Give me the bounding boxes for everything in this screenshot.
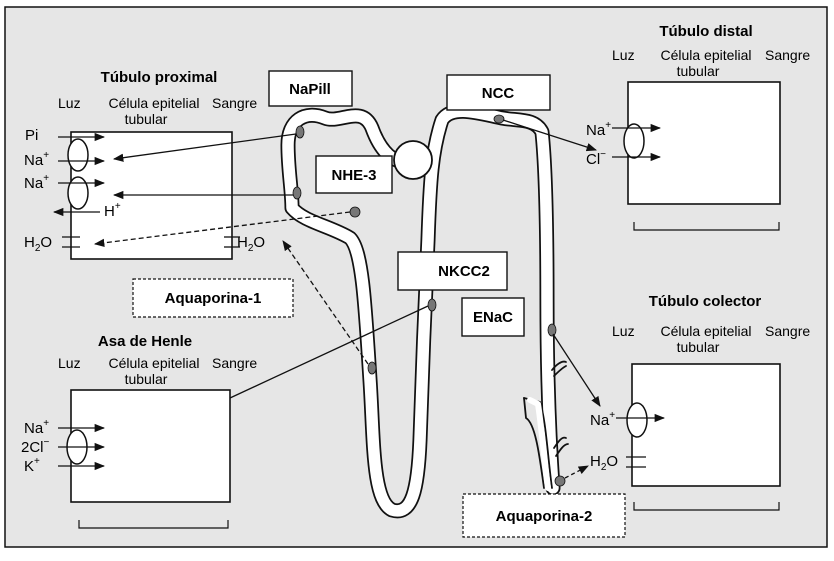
aqp1-channel-lower <box>367 361 377 375</box>
henle-cell-line1: Célula epitelial <box>108 355 199 371</box>
ncc-label: NCC <box>482 85 515 102</box>
ncc-channel <box>493 114 505 124</box>
proximal-cell-line2: tubular <box>125 111 168 127</box>
collector-na: Na+ <box>590 410 615 429</box>
enac-label: ENaC <box>473 309 513 326</box>
enac-channel <box>547 323 557 337</box>
proximal-napi-transporter <box>67 138 89 172</box>
distal-panel: Túbulo distal Luz Célula epitelial tubul… <box>586 23 810 231</box>
proximal-nhe-transporter <box>67 176 89 210</box>
proximal-na2: Na+ <box>24 173 49 192</box>
collector-luz: Luz <box>612 323 635 339</box>
henle-sangre: Sangre <box>212 355 257 371</box>
proximal-panel: Túbulo proximal Luz Célula epitelial tub… <box>24 69 265 260</box>
nkcc2-channel <box>427 298 437 312</box>
proximal-sangre: Sangre <box>212 95 257 111</box>
proximal-pi: Pi <box>25 127 38 144</box>
napill-channel <box>295 125 305 139</box>
henle-cl: 2Cl− <box>21 437 50 456</box>
aqp1-label: Aquaporina-1 <box>165 290 262 307</box>
distal-cell-line1: Célula epitelial <box>660 47 751 63</box>
collector-h2o: H2O <box>590 453 618 473</box>
collector-panel: Túbulo colector Luz Célula epitelial tub… <box>590 293 810 511</box>
distal-cell-box <box>627 81 781 205</box>
nhe3-channel <box>292 186 302 200</box>
collector-enac-transporter <box>626 402 648 438</box>
henle-na: Na+ <box>24 418 49 437</box>
aqp2-label: Aquaporina-2 <box>496 508 593 525</box>
tubule-channels <box>292 114 566 487</box>
distal-ncc-transporter <box>623 123 645 159</box>
aqp2-channel <box>554 475 566 487</box>
proximal-cell-line1: Célula epitelial <box>108 95 199 111</box>
henle-panel: Asa de Henle Luz Célula epitelial tubula… <box>21 333 257 529</box>
aqp1-label-box <box>132 278 294 318</box>
nhe3-label-box <box>315 155 393 194</box>
transporter-labels: NaPill NHE-3 NCC NKCC2 ENaC Aquaporina-1… <box>132 70 626 538</box>
henle-cell-line2: tubular <box>125 371 168 387</box>
proximal-h2o-right: H2O <box>237 234 265 254</box>
ncc-label-box <box>446 74 551 111</box>
napill-label: NaPill <box>289 81 331 98</box>
collector-title: Túbulo colector <box>649 293 762 310</box>
collector-sangre: Sangre <box>765 323 810 339</box>
aqp1-channel-upper <box>349 206 361 218</box>
collector-cell-box <box>631 363 781 487</box>
henle-k: K+ <box>24 456 40 475</box>
napill-label-box <box>268 70 353 107</box>
nhe3-label: NHE-3 <box>331 167 376 184</box>
henle-luz: Luz <box>58 355 81 371</box>
henle-cell-box <box>70 389 231 503</box>
henle-title: Asa de Henle <box>98 333 192 350</box>
nkcc2-label-box <box>397 251 508 291</box>
collector-cell-line1: Célula epitelial <box>660 323 751 339</box>
collector-cell-line2: tubular <box>677 339 720 355</box>
distal-cell-line2: tubular <box>677 63 720 79</box>
proximal-na1: Na+ <box>24 150 49 169</box>
proximal-luz: Luz <box>58 95 81 111</box>
distal-cl: Cl− <box>586 149 606 168</box>
proximal-title: Túbulo proximal <box>101 69 218 86</box>
enac-label-box <box>461 297 525 337</box>
nkcc2-label: NKCC2 <box>438 263 490 280</box>
proximal-h: H+ <box>104 201 121 220</box>
distal-sangre: Sangre <box>765 47 810 63</box>
distal-title: Túbulo distal <box>659 23 752 40</box>
nephron-tubule <box>280 103 569 519</box>
aqp2-label-box <box>462 493 626 538</box>
distal-na: Na+ <box>586 120 611 139</box>
proximal-h2o-left: H2O <box>24 234 52 254</box>
distal-luz: Luz <box>612 47 635 63</box>
connector-arrows <box>93 119 601 479</box>
